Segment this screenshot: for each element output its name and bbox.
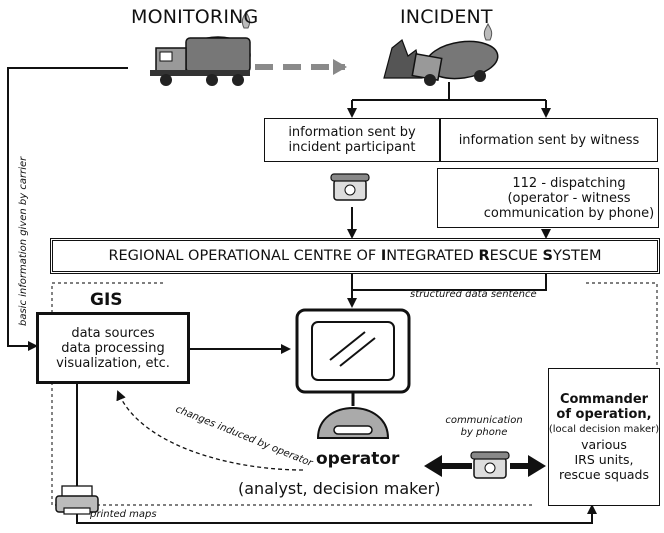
commander-line-2: of operation, <box>556 407 652 422</box>
operator-subtitle: (analyst, decision maker) <box>238 479 441 498</box>
operational-centre-frame <box>51 282 658 506</box>
participant-info-box: information sent by incident participant <box>264 118 440 162</box>
dispatch-line-1: 112 - dispatching <box>512 175 626 191</box>
gis-line-1: data sources <box>71 325 155 341</box>
carrier-info-arrow <box>7 67 128 351</box>
centre-title: REGIONAL OPERATIONAL CENTRE OF INTEGRATE… <box>108 248 602 264</box>
monitor-icon <box>295 308 411 439</box>
participant-line-1: information sent by <box>288 125 416 140</box>
dispatch-box: 112 - dispatching (operator - witness co… <box>437 168 659 228</box>
crashed-tanker-icon <box>383 22 499 86</box>
monitoring-heading: MONITORING <box>131 6 259 28</box>
carrier-info-label: basic information given by carrier <box>18 156 29 326</box>
telephone-icon <box>330 173 370 201</box>
printed-maps-label: printed maps <box>90 509 157 520</box>
witness-info-box: information sent by witness <box>440 118 658 162</box>
tanker-truck-icon <box>150 10 251 86</box>
gis-title: GIS <box>90 290 123 310</box>
structured-data-label: structured data sentence <box>410 289 537 300</box>
dispatch-line-2: (operator - witness <box>507 190 631 206</box>
comm-label: communication by phone <box>442 415 526 439</box>
operator-commander-arrow <box>424 455 546 477</box>
comm-telephone-icon <box>470 451 510 479</box>
commander-line-6: rescue squads <box>558 467 649 482</box>
commander-line-5: IRS units, <box>574 452 634 467</box>
incident-heading: INCIDENT <box>400 6 493 28</box>
commander-line-3: (local decision maker) <box>548 424 660 435</box>
gis-line-2: data processing <box>61 340 165 356</box>
centre-to-monitor-arrow <box>347 274 547 308</box>
witness-line: information sent by witness <box>458 132 640 148</box>
incident-split-arrows <box>347 82 551 118</box>
commander-box: Commander of operation, (local decision … <box>548 368 660 506</box>
dispatch-line-3: communication by phone) <box>483 205 655 221</box>
regional-centre-box: REGIONAL OPERATIONAL CENTRE OF INTEGRATE… <box>50 238 660 274</box>
gis-line-3: visualization, etc. <box>56 355 170 371</box>
gis-box: data sources data processing visualizati… <box>36 312 190 384</box>
printer-icon <box>55 485 99 515</box>
changes-curve <box>116 390 304 471</box>
operator-title: operator <box>316 449 400 469</box>
participant-line-2: incident participant <box>288 140 416 155</box>
commander-line-4: various <box>581 437 627 452</box>
printed-maps-arrow <box>76 504 597 524</box>
comm-line-2: by phone <box>460 427 508 438</box>
comm-line-1: communication <box>445 415 523 426</box>
commander-line-1: Commander <box>559 392 649 407</box>
